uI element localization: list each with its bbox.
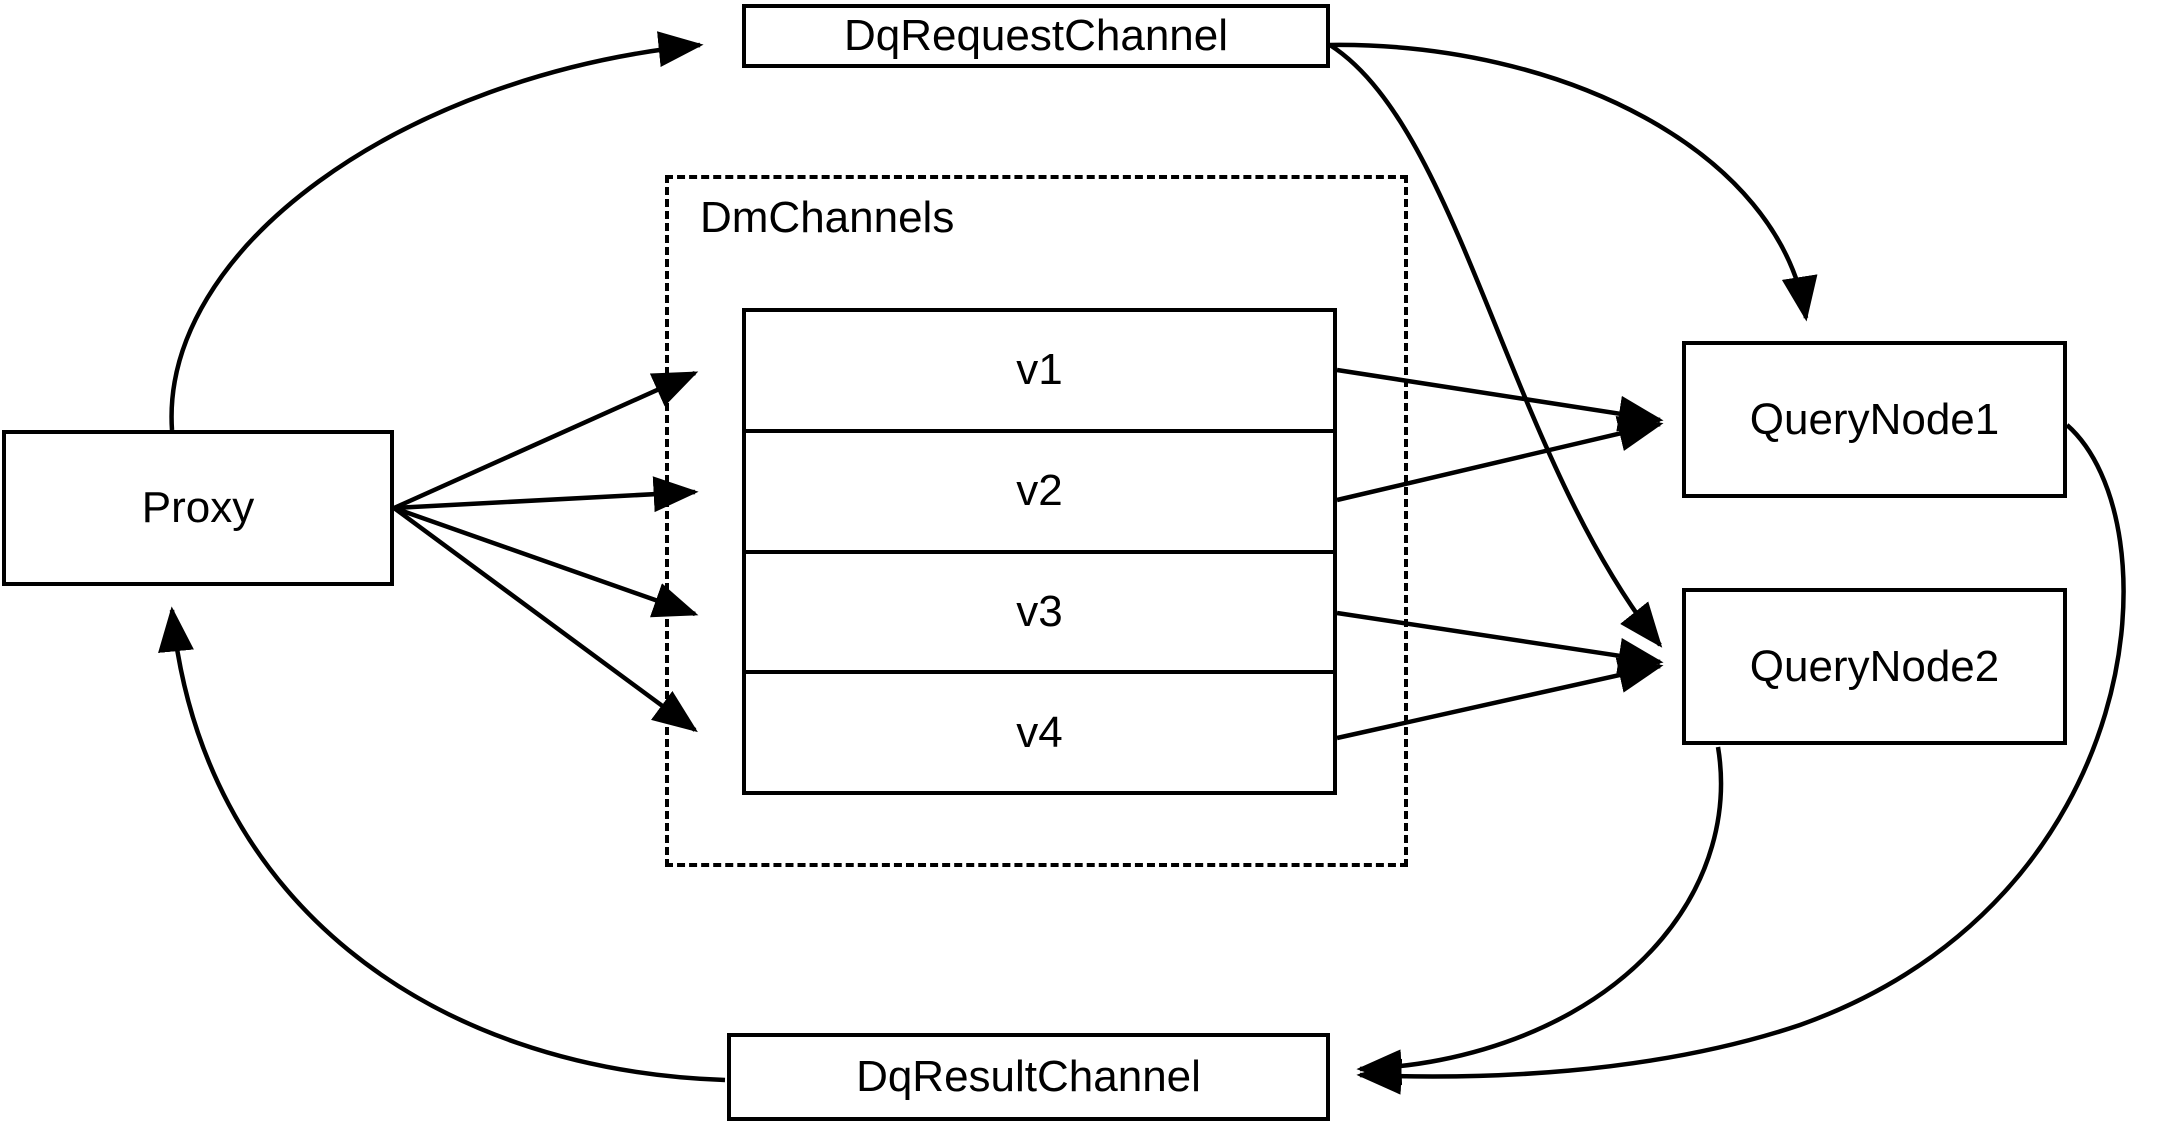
edge-querynode2-to-dqresultchannel (1356, 746, 1724, 1086)
edge-proxy-to-dqrequestchannel (169, 31, 704, 431)
node-label-query-node-2: QueryNode2 (1749, 641, 2000, 691)
dmchannels-group-label: DmChannels (700, 193, 955, 242)
node-dq-result-channel[interactable]: DqResultChannel (727, 1033, 1330, 1121)
channel-label-v4: v4 (1016, 707, 1063, 757)
edge-querynode1-to-dqresultchannel (1356, 423, 2126, 1095)
edge-proxy-to-v1 (393, 370, 699, 511)
edge-proxy-to-v4 (392, 506, 698, 733)
channel-label-v3: v3 (1016, 586, 1063, 636)
dmchannels-stack: v1 v2 v3 v4 (742, 308, 1337, 795)
channel-label-v1: v1 (1016, 345, 1063, 395)
edge-proxy-to-v2 (393, 476, 699, 513)
edge-proxy-to-v3 (393, 505, 699, 618)
node-dq-request-channel[interactable]: DqRequestChannel (742, 4, 1330, 68)
node-query-node-2[interactable]: QueryNode2 (1682, 588, 2067, 745)
channel-row-v1[interactable]: v1 (746, 312, 1333, 433)
channel-label-v2: v2 (1016, 466, 1063, 516)
channel-row-v2[interactable]: v2 (746, 432, 1333, 554)
node-query-node-1[interactable]: QueryNode1 (1682, 341, 2067, 498)
node-label-dq-request-channel: DqRequestChannel (843, 11, 1229, 60)
edge-dqresultchannel-to-proxy (158, 606, 726, 1083)
edge-v3-to-querynode2 (1336, 610, 1664, 674)
node-label-query-node-1: QueryNode1 (1749, 394, 2000, 444)
node-label-proxy: Proxy (141, 483, 255, 532)
edge-dqrequestchannel-to-querynode2 (1328, 43, 1663, 648)
edge-v2-to-querynode1 (1336, 415, 1664, 503)
channel-row-v3[interactable]: v3 (746, 553, 1333, 675)
edge-v4-to-querynode2 (1336, 657, 1664, 741)
dmchannels-group-box (665, 175, 1408, 867)
node-proxy[interactable]: Proxy (2, 430, 394, 586)
edge-v1-to-querynode1 (1336, 367, 1664, 432)
node-label-dq-result-channel: DqResultChannel (856, 1052, 1201, 1101)
channel-row-v4[interactable]: v4 (746, 674, 1333, 791)
edge-dqrequestchannel-to-querynode1 (1329, 42, 1818, 322)
